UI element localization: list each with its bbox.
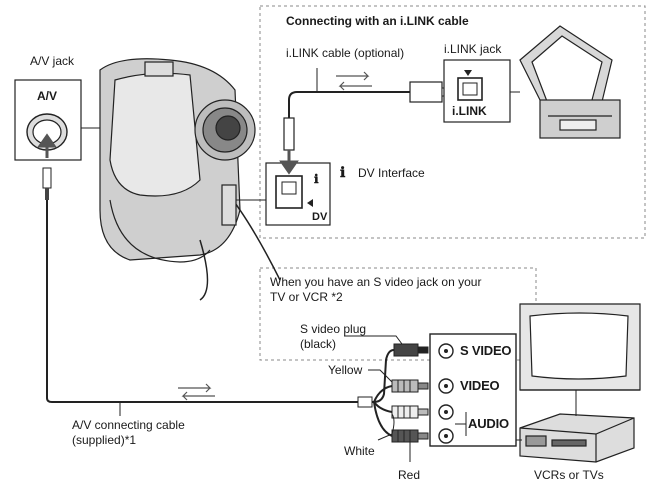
white-plug-label: White: [344, 444, 375, 458]
white-audio-plug: [391, 405, 429, 419]
svideo-plug-label: S video plug: [300, 322, 367, 336]
ilink-jack-label: i.LINK jack: [444, 42, 502, 56]
svideo-jack-icon: [438, 343, 454, 359]
av-cable-note: (supplied)*1: [72, 433, 137, 447]
ilink-icon: ℹ: [340, 164, 346, 180]
ilink-cable: [283, 81, 451, 151]
av-jack-port-icon: [26, 113, 68, 151]
ilink-box-title: Connecting with an i.LINK cable: [286, 14, 469, 28]
yellow-video-plug: [391, 379, 429, 393]
dv-ilink-icon: ℹ: [314, 172, 319, 186]
av-cable-label: A/V connecting cable: [72, 418, 185, 432]
av-arrow-up: [37, 133, 57, 158]
red-audio-plug: [391, 429, 429, 443]
dv-port-marking: DV: [312, 211, 328, 223]
video-jack-label: VIDEO: [460, 378, 500, 393]
svideo-plug: [393, 343, 429, 357]
dv-interface-label: DV Interface: [358, 166, 425, 180]
yellow-plug-label: Yellow: [328, 363, 363, 377]
camcorder-icon: [99, 58, 281, 301]
ilink-dashed-box: [259, 5, 646, 239]
av-signal-arrows: [178, 383, 215, 401]
svideo-dashed-box: [259, 267, 537, 361]
svideo-plug-color-label: (black): [300, 337, 337, 351]
vcr-icon: [519, 413, 635, 463]
svideo-note-line2: TV or VCR *2: [270, 290, 343, 304]
tv-icon: [519, 303, 641, 391]
video-jack-icon: [438, 378, 454, 394]
svideo-note-line1: When you have an S video jack on your: [270, 275, 482, 289]
devices-label: VCRs or TVs: [534, 468, 604, 482]
av-cable-fanout: [360, 349, 395, 437]
dv-arrow-down: [279, 150, 299, 175]
audio-right-jack-icon: [438, 428, 454, 444]
portable-video-device-icon: [519, 25, 621, 139]
svideo-jack-label: S VIDEO: [460, 343, 512, 358]
av-cable: [46, 200, 360, 403]
ilink-jack-marking: i.LINK: [452, 104, 487, 118]
av-jack-label: A/V jack: [30, 54, 75, 68]
ilink-cable-label: i.LINK cable (optional): [286, 46, 405, 60]
av-jack-marking: A/V: [37, 89, 58, 103]
av-cable-plug: [42, 167, 52, 200]
red-plug-label: Red: [398, 468, 421, 482]
ilink-signal-arrows: [336, 71, 372, 91]
audio-jack-label: AUDIO: [468, 416, 509, 431]
audio-left-jack-icon: [438, 404, 454, 420]
